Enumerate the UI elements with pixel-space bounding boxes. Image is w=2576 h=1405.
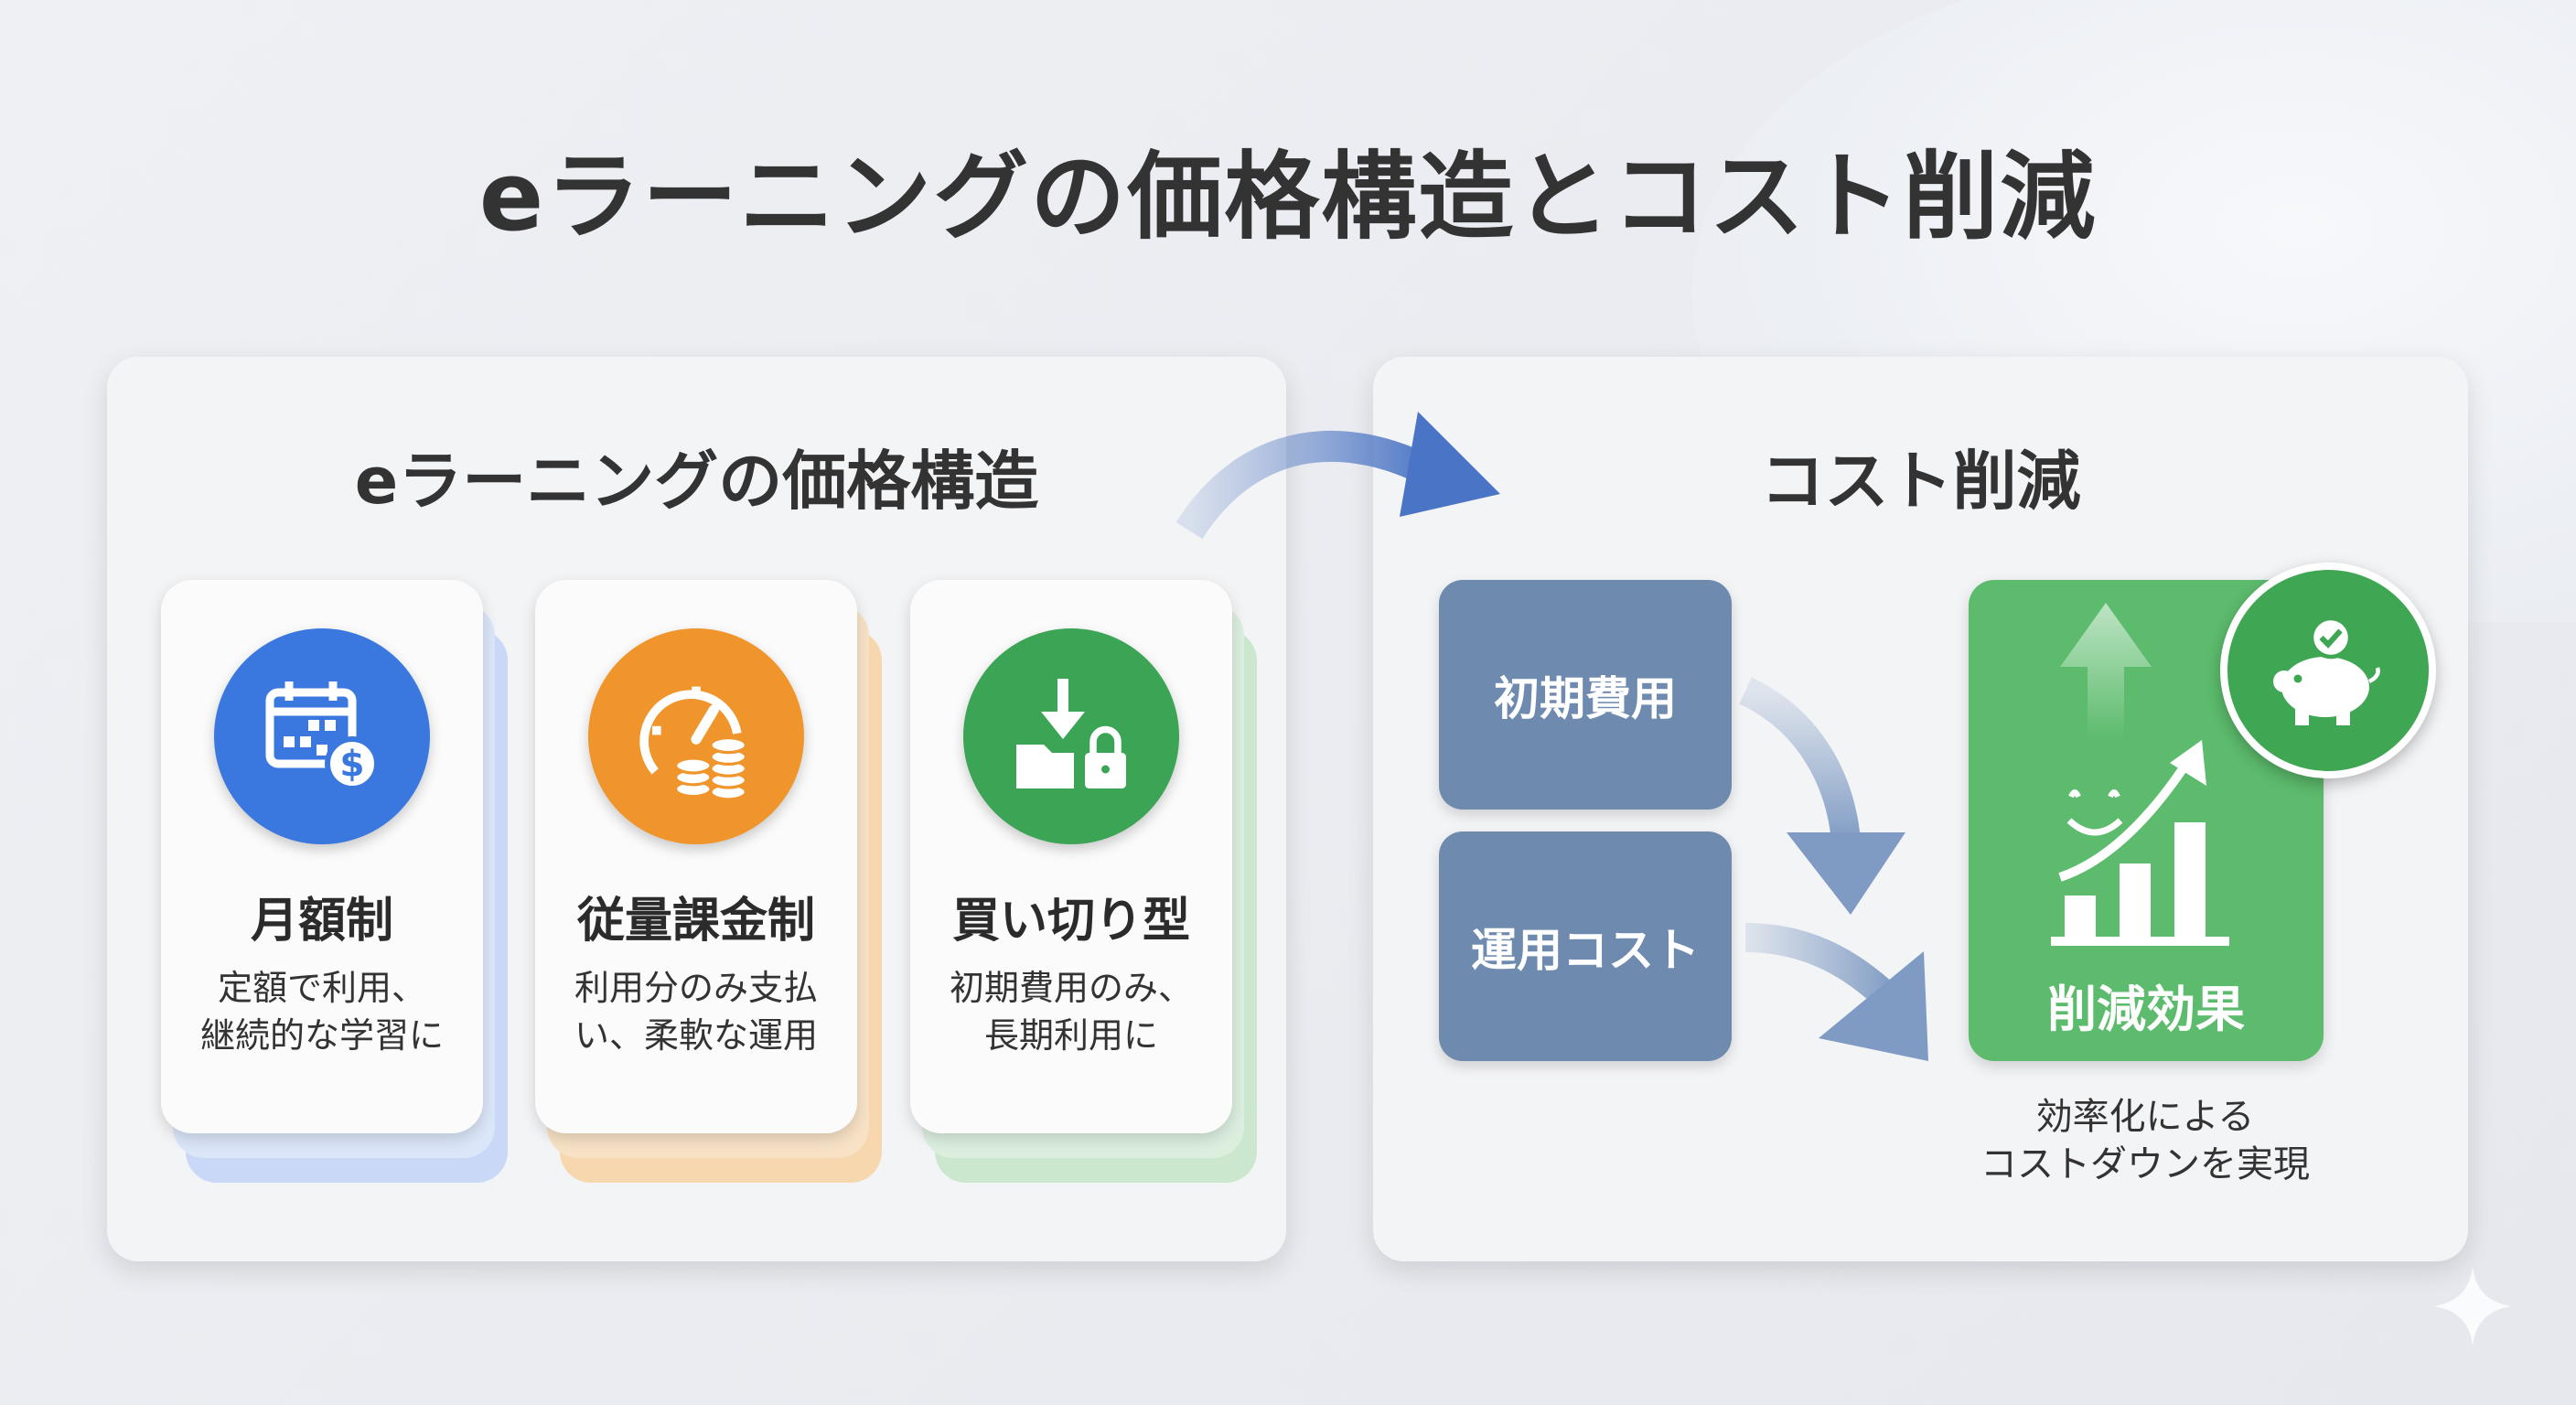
calendar-dollar-icon: $	[214, 628, 430, 844]
pricing-card-usage-based: 従量課金制 利用分のみ支払い、柔軟な運用	[535, 580, 882, 1183]
connector-arrow-icon	[1175, 412, 1500, 540]
reduction-caption: 効率化によるコストダウンを実現	[1980, 1096, 2310, 1185]
piggy-bank-check-icon	[2220, 563, 2436, 778]
reduction-effect-label: 削減効果	[2047, 981, 2245, 1038]
pricing-card-one-time-purchase: 買い切り型 初期費用のみ、長期利用に	[910, 580, 1257, 1183]
card-description: 利用分のみ支払い、柔軟な運用	[574, 968, 818, 1056]
download-lock-icon	[963, 628, 1179, 844]
speedometer-coins-icon	[588, 628, 804, 844]
panel-heading: コスト削減	[1760, 444, 2081, 519]
card-title: 買い切り型	[951, 894, 1190, 949]
card-description: 定額で利用、継続的な学習に	[199, 968, 444, 1056]
growth-chart-icon	[2051, 603, 2229, 946]
flow-arrows-icon	[1738, 677, 1928, 1061]
operating-cost-box: 運用コスト	[1439, 831, 1732, 1061]
card-description: 初期費用のみ、長期利用に	[949, 968, 1193, 1056]
page-title: eラーニングの価格構造とコスト削減	[478, 141, 2098, 252]
initial-cost-box: 初期費用	[1439, 580, 1732, 810]
card-title: 月額制	[250, 894, 393, 949]
panel-heading: eラーニングの価格構造	[354, 444, 1039, 519]
sparkle-icon	[2432, 1266, 2513, 1346]
card-title: 従量課金制	[576, 894, 815, 949]
pricing-card-monthly: $ 月額制 定額で利用、継続的な学習に	[161, 580, 508, 1183]
svg-text:$: $	[339, 745, 364, 786]
